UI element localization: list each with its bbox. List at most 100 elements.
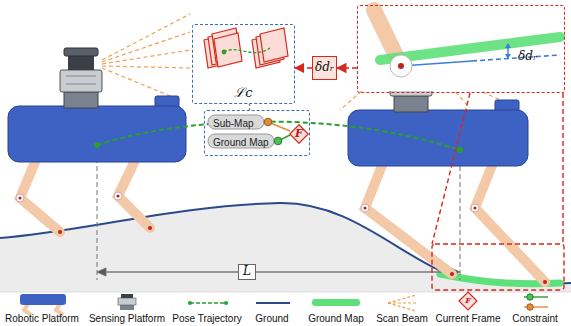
constraint-symbols xyxy=(208,134,274,148)
legend-text: Ground Map xyxy=(308,313,364,325)
left-robot xyxy=(66,76,96,77)
right-robot xyxy=(450,272,454,276)
foot-detail-box xyxy=(432,244,564,290)
left-robot xyxy=(58,230,62,234)
legend-text: Robotic Platform xyxy=(5,313,79,325)
right-robot xyxy=(543,280,547,284)
zoom-detail xyxy=(507,47,508,55)
left-robot xyxy=(8,48,186,234)
zoom-detail xyxy=(505,43,511,48)
legend-samples xyxy=(24,304,30,314)
ground-area xyxy=(0,292,571,293)
node-text: δdᵣ xyxy=(518,50,537,64)
legend-samples xyxy=(527,294,533,300)
legend-samples xyxy=(388,295,416,311)
foot-detail-box xyxy=(432,93,470,244)
right-robot xyxy=(361,204,369,212)
legend-frame-letter: F xyxy=(465,296,471,305)
legend-samples xyxy=(256,302,290,304)
left-robot xyxy=(60,70,102,92)
legend-samples xyxy=(118,298,136,305)
legend-samples xyxy=(24,304,62,314)
constraint-symbols xyxy=(208,115,290,148)
constraint-symbols xyxy=(274,137,282,145)
dimension-guides xyxy=(97,268,106,276)
frame-stacks xyxy=(222,50,227,55)
pose-trajectory xyxy=(94,122,463,153)
foot-detail-box xyxy=(562,93,563,244)
right-robot xyxy=(363,206,366,209)
legend-samples xyxy=(121,294,133,298)
constraint-box: Sub-MapGround Map F xyxy=(204,110,310,156)
zoom-detail xyxy=(359,7,563,91)
zoom-detail xyxy=(359,7,563,91)
legend-samples xyxy=(459,292,477,310)
right-robot xyxy=(365,158,452,274)
legend-text: Ground xyxy=(255,313,288,325)
connector xyxy=(295,67,312,69)
scan-beams xyxy=(102,50,190,64)
legend-samples xyxy=(224,301,228,305)
legend-samples xyxy=(20,292,548,314)
constraint-symbols xyxy=(208,115,264,129)
dimension-label: L xyxy=(238,264,256,280)
frame-window-box: ℒc xyxy=(192,24,295,104)
dimension-guides xyxy=(97,150,460,280)
node-text: ℒc xyxy=(193,86,294,101)
legend-text: Scan Beam xyxy=(376,313,428,325)
right-robot xyxy=(365,158,545,282)
scan-beams xyxy=(102,68,180,100)
legend-samples xyxy=(190,302,226,304)
node-text: F xyxy=(289,128,309,141)
right-robot xyxy=(394,96,428,112)
zoom-detail xyxy=(390,55,412,77)
frame-stacks xyxy=(224,48,270,53)
legend-text: Sensing Platform xyxy=(89,313,165,325)
dimension-guides xyxy=(97,150,98,280)
frame-stacks xyxy=(260,28,288,62)
right-robot xyxy=(475,158,545,282)
left-robot xyxy=(68,56,94,70)
right-robot xyxy=(471,204,479,212)
scan-beams xyxy=(102,66,190,68)
left-robot xyxy=(64,92,98,108)
left-robot xyxy=(66,84,96,85)
dimension-guides xyxy=(101,271,456,272)
left-robot xyxy=(114,192,122,200)
pose-trajectory xyxy=(457,147,463,153)
frame-stacks xyxy=(204,28,288,68)
legend-text: Constraint xyxy=(512,313,558,325)
left-robot xyxy=(8,106,186,162)
zoom-detail xyxy=(398,63,404,69)
frame-stacks xyxy=(214,33,242,67)
pose-trajectory xyxy=(94,142,100,148)
legend-text: Pose Trajectory xyxy=(172,313,241,325)
dimension-guides xyxy=(460,150,461,280)
legend-text: Current Frame xyxy=(435,313,500,325)
left-robot xyxy=(148,226,152,230)
foot-detail-box xyxy=(432,93,564,290)
connector xyxy=(337,67,357,69)
legend-samples xyxy=(388,303,416,311)
right-robot xyxy=(348,110,528,166)
pose-trajectory xyxy=(97,122,460,150)
right-robot xyxy=(473,206,476,209)
residual-box: δdᵣ xyxy=(312,56,337,80)
left-robot xyxy=(116,194,119,197)
node-text: Ground Map xyxy=(213,137,269,149)
legend-samples xyxy=(188,301,192,305)
node-text: Sub-Map xyxy=(213,118,254,130)
zoom-detail xyxy=(505,54,511,59)
left-robot xyxy=(64,48,98,56)
legend-samples xyxy=(388,302,416,303)
left-robot xyxy=(18,196,21,199)
legend-samples xyxy=(527,304,533,310)
diamond-outline xyxy=(290,125,308,143)
left-robot xyxy=(16,194,24,202)
constraint-symbols xyxy=(264,118,272,126)
legend-samples xyxy=(388,295,416,303)
legend-samples xyxy=(312,299,360,306)
